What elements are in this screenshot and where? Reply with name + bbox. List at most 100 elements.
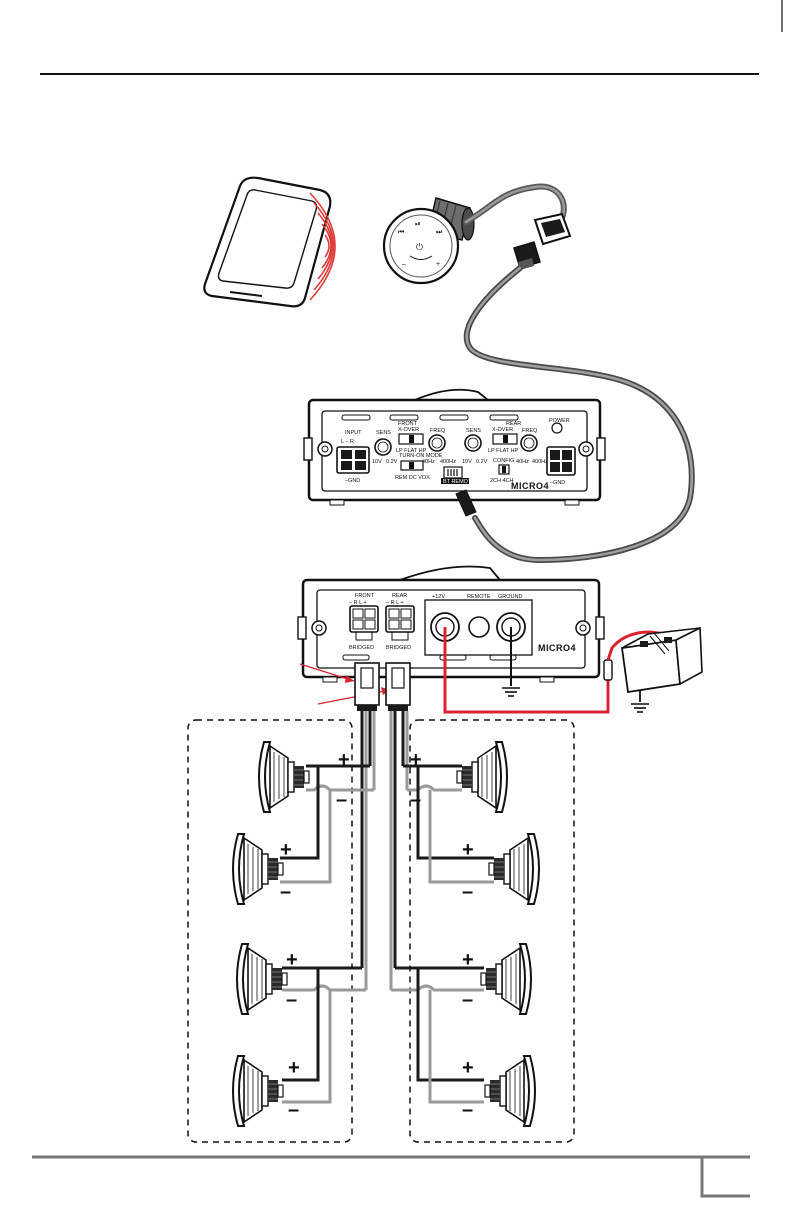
speaker-icon [481, 944, 531, 1014]
sens-knob-rear [464, 434, 482, 452]
config-options: 2CH 4CH [490, 478, 514, 484]
speaker-icon [236, 943, 288, 1015]
speaker-icon [232, 1055, 284, 1127]
speaker-icon [457, 742, 507, 812]
freq-range-min-rear: 40Hz [516, 459, 529, 465]
front-speaker-wiring [280, 711, 376, 1104]
inline-fuse-icon [603, 659, 613, 681]
svg-text:+: + [436, 261, 440, 268]
power-led-icon [551, 422, 563, 434]
ground-terminal-label: GROUND [498, 594, 522, 600]
remote-cable [464, 185, 566, 224]
xover-label-rear: X-OVER [492, 427, 513, 433]
rear-label: REAR [506, 421, 521, 427]
freq-knob-front [428, 434, 446, 452]
bt-cable-to-amp [465, 266, 694, 562]
model-name-bottom: MICRO4 [538, 643, 576, 653]
speaker-icon [485, 1056, 535, 1126]
polarity-plus: + [462, 949, 474, 971]
svg-text:–: – [402, 261, 406, 268]
sens-knob-front [374, 438, 392, 456]
rear-speaker-wiring [389, 711, 494, 1104]
polarity-minus: – [286, 989, 297, 1011]
rear-channel-polarity: – R L + [386, 600, 404, 606]
remote-terminal [468, 616, 490, 638]
rear-harness-plug [385, 662, 411, 711]
signal-wave [317, 212, 333, 280]
polarity-plus: + [462, 1057, 474, 1079]
power-wire [443, 627, 610, 714]
signal-wave [321, 223, 332, 269]
xover-label: X-OVER [398, 427, 419, 433]
signal-wave [324, 234, 330, 258]
polarity-minus: – [462, 1099, 473, 1121]
sens-range-max: 0.2V [386, 459, 398, 465]
sens-range-max-rear: 0.2V [476, 459, 488, 465]
svg-text:⏮: ⏮ [398, 229, 404, 236]
output-connector [546, 446, 576, 476]
smartphone-icon [203, 176, 332, 308]
bt-cable-plug [455, 489, 477, 517]
polarity-minus: – [410, 789, 421, 811]
freq-knob-rear [520, 434, 538, 452]
usb-connector-female [533, 212, 572, 246]
page-number-tab [700, 1157, 750, 1198]
amplifier-control-panel: FRONT REAR POWER INPUT L – R –GND SENS 1… [303, 388, 606, 506]
front-label-bottom: FRONT [355, 593, 375, 599]
polarity-plus: + [462, 839, 474, 861]
pointer-arrow-icon [299, 663, 355, 683]
bt-remote-port [443, 466, 463, 479]
bt-remote-label: BT REMOTE [443, 479, 475, 485]
sens-label: SENS [376, 430, 391, 436]
xover-options: LP FLAT HP [396, 448, 427, 454]
battery-icon [620, 626, 703, 694]
freq-range-max-rear: 400Hz [532, 459, 548, 465]
ground-symbol-icon [501, 687, 521, 697]
config-label: CONFIG [493, 458, 514, 464]
polarity-minus: – [288, 1099, 299, 1121]
turnon-label: TURN-ON MODE [399, 453, 443, 459]
xover-options-rear: LP FLAT HP [488, 448, 519, 454]
polarity-plus: + [338, 749, 350, 771]
front-label: FRONT [398, 421, 418, 427]
rear-speaker-zone [409, 719, 575, 1143]
usb-connector-male [513, 241, 541, 270]
power-label: POWER [549, 418, 570, 424]
front-channel-polarity: – R L + [349, 600, 367, 606]
turnon-options: REM DC VOX [395, 475, 430, 481]
polarity-plus: + [410, 749, 422, 771]
svg-text:⏯: ⏯ [415, 221, 421, 228]
gnd-label-right: –GND [550, 480, 565, 486]
svg-text:⏻: ⏻ [416, 242, 423, 252]
polarity-minus: – [462, 989, 473, 1011]
bridged-label-rear: BRIDGED [386, 645, 411, 651]
polarity-plus: + [288, 1057, 300, 1079]
bridged-label-front: BRIDGED [349, 645, 374, 651]
rear-label-bottom: REAR [392, 593, 407, 599]
amplifier-power-panel: FRONT – R L + REAR – R L + BRIDGED BRIDG… [297, 565, 605, 683]
speaker-icon [489, 834, 539, 904]
polarity-minus: – [336, 789, 347, 811]
input-label: INPUT [345, 430, 362, 436]
freq-label-front: FREQ [430, 428, 446, 434]
front-speaker-connector [349, 605, 379, 633]
speaker-icon [258, 741, 310, 813]
polarity-minus: – [280, 881, 291, 903]
polarity-minus: – [462, 881, 473, 903]
power-terminal-label: +12V [432, 594, 445, 600]
polarity-plus: + [286, 949, 298, 971]
input-polarity: L – R [341, 439, 354, 445]
sens-range-min: 10V [372, 459, 382, 465]
front-harness-plug [354, 662, 380, 711]
model-name-top: MICRO4 [511, 481, 549, 491]
polarity-plus: + [280, 839, 292, 861]
remote-terminal-label: REMOTE [467, 594, 491, 600]
freq-range-min: 40Hz [422, 459, 435, 465]
ground-symbol-icon [630, 703, 650, 713]
signal-wave [309, 192, 336, 301]
bluetooth-signal-icon [309, 192, 336, 301]
freq-range-max: 400Hz [440, 459, 456, 465]
bluetooth-remote-controller: ⏮ ⏯ ⏭ ⏻ – + [382, 197, 475, 285]
svg-text:⏭: ⏭ [436, 229, 443, 236]
gnd-label: –GND [345, 478, 360, 484]
